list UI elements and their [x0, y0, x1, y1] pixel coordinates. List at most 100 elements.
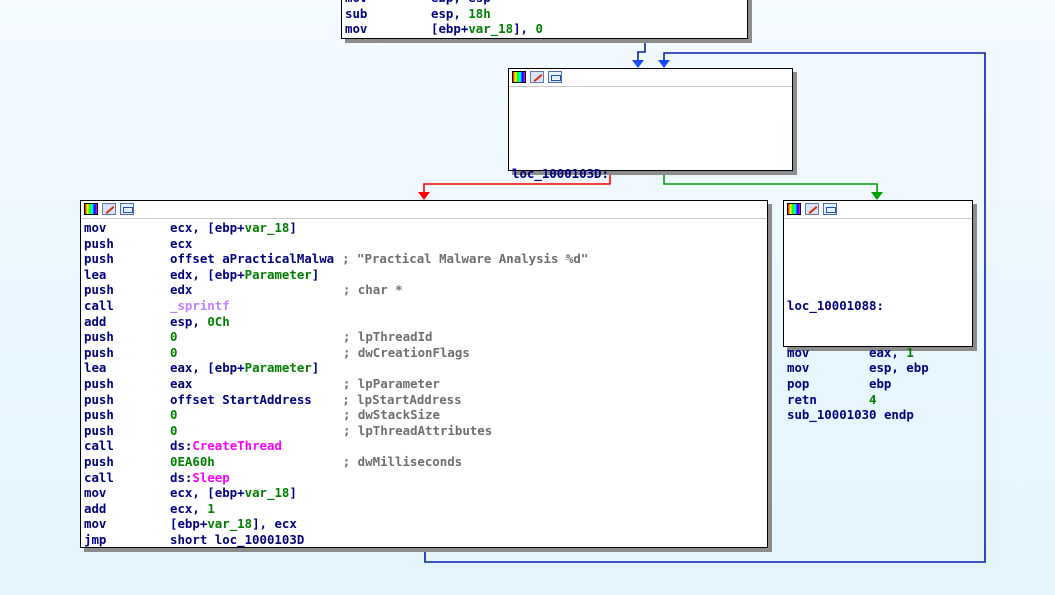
operand[interactable]: ds:Sleep: [170, 469, 230, 485]
stack-variable[interactable]: Parameter: [244, 360, 312, 376]
immediate-value: 1: [207, 500, 215, 516]
immediate-value: 1: [906, 344, 914, 360]
operand[interactable]: eax, [ebp+Parameter]: [170, 360, 320, 376]
exit-label[interactable]: loc_10001088:: [787, 297, 884, 313]
operand[interactable]: esp, 18h: [431, 5, 491, 21]
edge-arrow-top-to-loop-head: [632, 60, 644, 68]
operand[interactable]: ecx: [170, 235, 193, 251]
operand[interactable]: ebp, esp: [431, 0, 491, 5]
stack-variable[interactable]: Parameter: [244, 266, 312, 282]
mnemonic: retn: [787, 391, 817, 407]
stack-variable[interactable]: var_18: [244, 485, 290, 501]
rename-icon[interactable]: [102, 203, 116, 215]
mnemonic: push: [84, 282, 114, 298]
mnemonic: add: [84, 500, 107, 516]
operand[interactable]: 0EA60h: [170, 453, 215, 469]
xrefs-icon[interactable]: [548, 71, 562, 83]
mnemonic: push: [84, 422, 114, 438]
operand[interactable]: short loc_1000103D: [170, 531, 305, 547]
xrefs-icon[interactable]: [120, 203, 134, 215]
immediate-value: 0: [535, 21, 543, 37]
instruction-line[interactable]: call_sprintf: [84, 298, 767, 314]
block-exit-toolbar: [784, 201, 972, 219]
instruction-line[interactable]: pop ebp: [787, 376, 972, 392]
operand[interactable]: ecx, [ebp+var_18]: [170, 485, 297, 501]
operand[interactable]: _sprintf: [170, 297, 230, 313]
operand[interactable]: 0: [170, 329, 178, 345]
operand[interactable]: ds:CreateThread: [170, 438, 282, 454]
operand[interactable]: 0: [170, 422, 178, 438]
loop-head-label[interactable]: loc_1000103D:: [512, 165, 609, 181]
operand[interactable]: ecx, 1: [170, 500, 215, 516]
graph-overview-icon[interactable]: [84, 203, 98, 215]
xrefs-icon[interactable]: [823, 203, 837, 215]
rename-icon[interactable]: [530, 71, 544, 83]
operand[interactable]: [ebp+var_18], 0: [431, 21, 543, 37]
operand[interactable]: edx, [ebp+Parameter]: [170, 266, 320, 282]
operand[interactable]: 0: [170, 344, 178, 360]
operand[interactable]: ebp: [869, 375, 892, 391]
instruction-line[interactable]: mov[ebp+var_18], 0: [345, 21, 747, 37]
operand[interactable]: edx: [170, 282, 193, 298]
comment: ; lpParameter: [342, 375, 440, 391]
operand[interactable]: ecx, [ebp+var_18]: [170, 220, 297, 235]
instruction-line[interactable]: add esp, 0Ch: [84, 314, 767, 330]
operand[interactable]: [ebp+var_18], ecx: [170, 516, 297, 532]
mnemonic: call: [84, 438, 114, 454]
mnemonic: add: [84, 313, 107, 329]
instruction-line[interactable]: call ds:CreateThread: [84, 438, 767, 454]
operand[interactable]: esp, ebp: [869, 360, 929, 376]
instruction-line[interactable]: retn 4: [787, 392, 972, 408]
stack-variable[interactable]: var_18: [207, 516, 253, 532]
rename-icon[interactable]: [805, 203, 819, 215]
stack-variable[interactable]: var_18: [468, 21, 514, 37]
graph-overview-icon[interactable]: [512, 71, 526, 83]
edge-top-to-loop-head[interactable]: [637, 39, 646, 62]
operand[interactable]: offset StartAddress: [170, 391, 312, 407]
stack-variable[interactable]: var_18: [244, 220, 290, 235]
graph-overview-icon[interactable]: [787, 203, 801, 215]
comment: ; lpThreadId: [342, 329, 433, 345]
imported-api-name[interactable]: CreateThread: [192, 438, 282, 454]
edge-arrow-loop-head-to-exit: [871, 192, 883, 200]
operand[interactable]: esp, 0Ch: [170, 313, 230, 329]
instruction-line[interactable]: mov [ebp+var_18], ecx: [84, 516, 767, 532]
operand[interactable]: eax: [170, 375, 193, 391]
mnemonic: mov: [84, 516, 107, 532]
mnemonic: pop: [787, 375, 810, 391]
comment: ; lpStartAddress: [342, 391, 462, 407]
instruction-line[interactable]: movebp, esp: [345, 0, 747, 6]
operand[interactable]: 4: [869, 391, 877, 407]
instruction-line[interactable]: add ecx, 1: [84, 501, 767, 517]
operand[interactable]: 0: [170, 407, 178, 423]
operand[interactable]: eax, 1: [869, 344, 914, 360]
operand[interactable]: offset aPracticalMalwa: [170, 251, 335, 267]
imported-api-name[interactable]: Sleep: [192, 469, 230, 485]
mnemonic: mov: [345, 0, 431, 6]
